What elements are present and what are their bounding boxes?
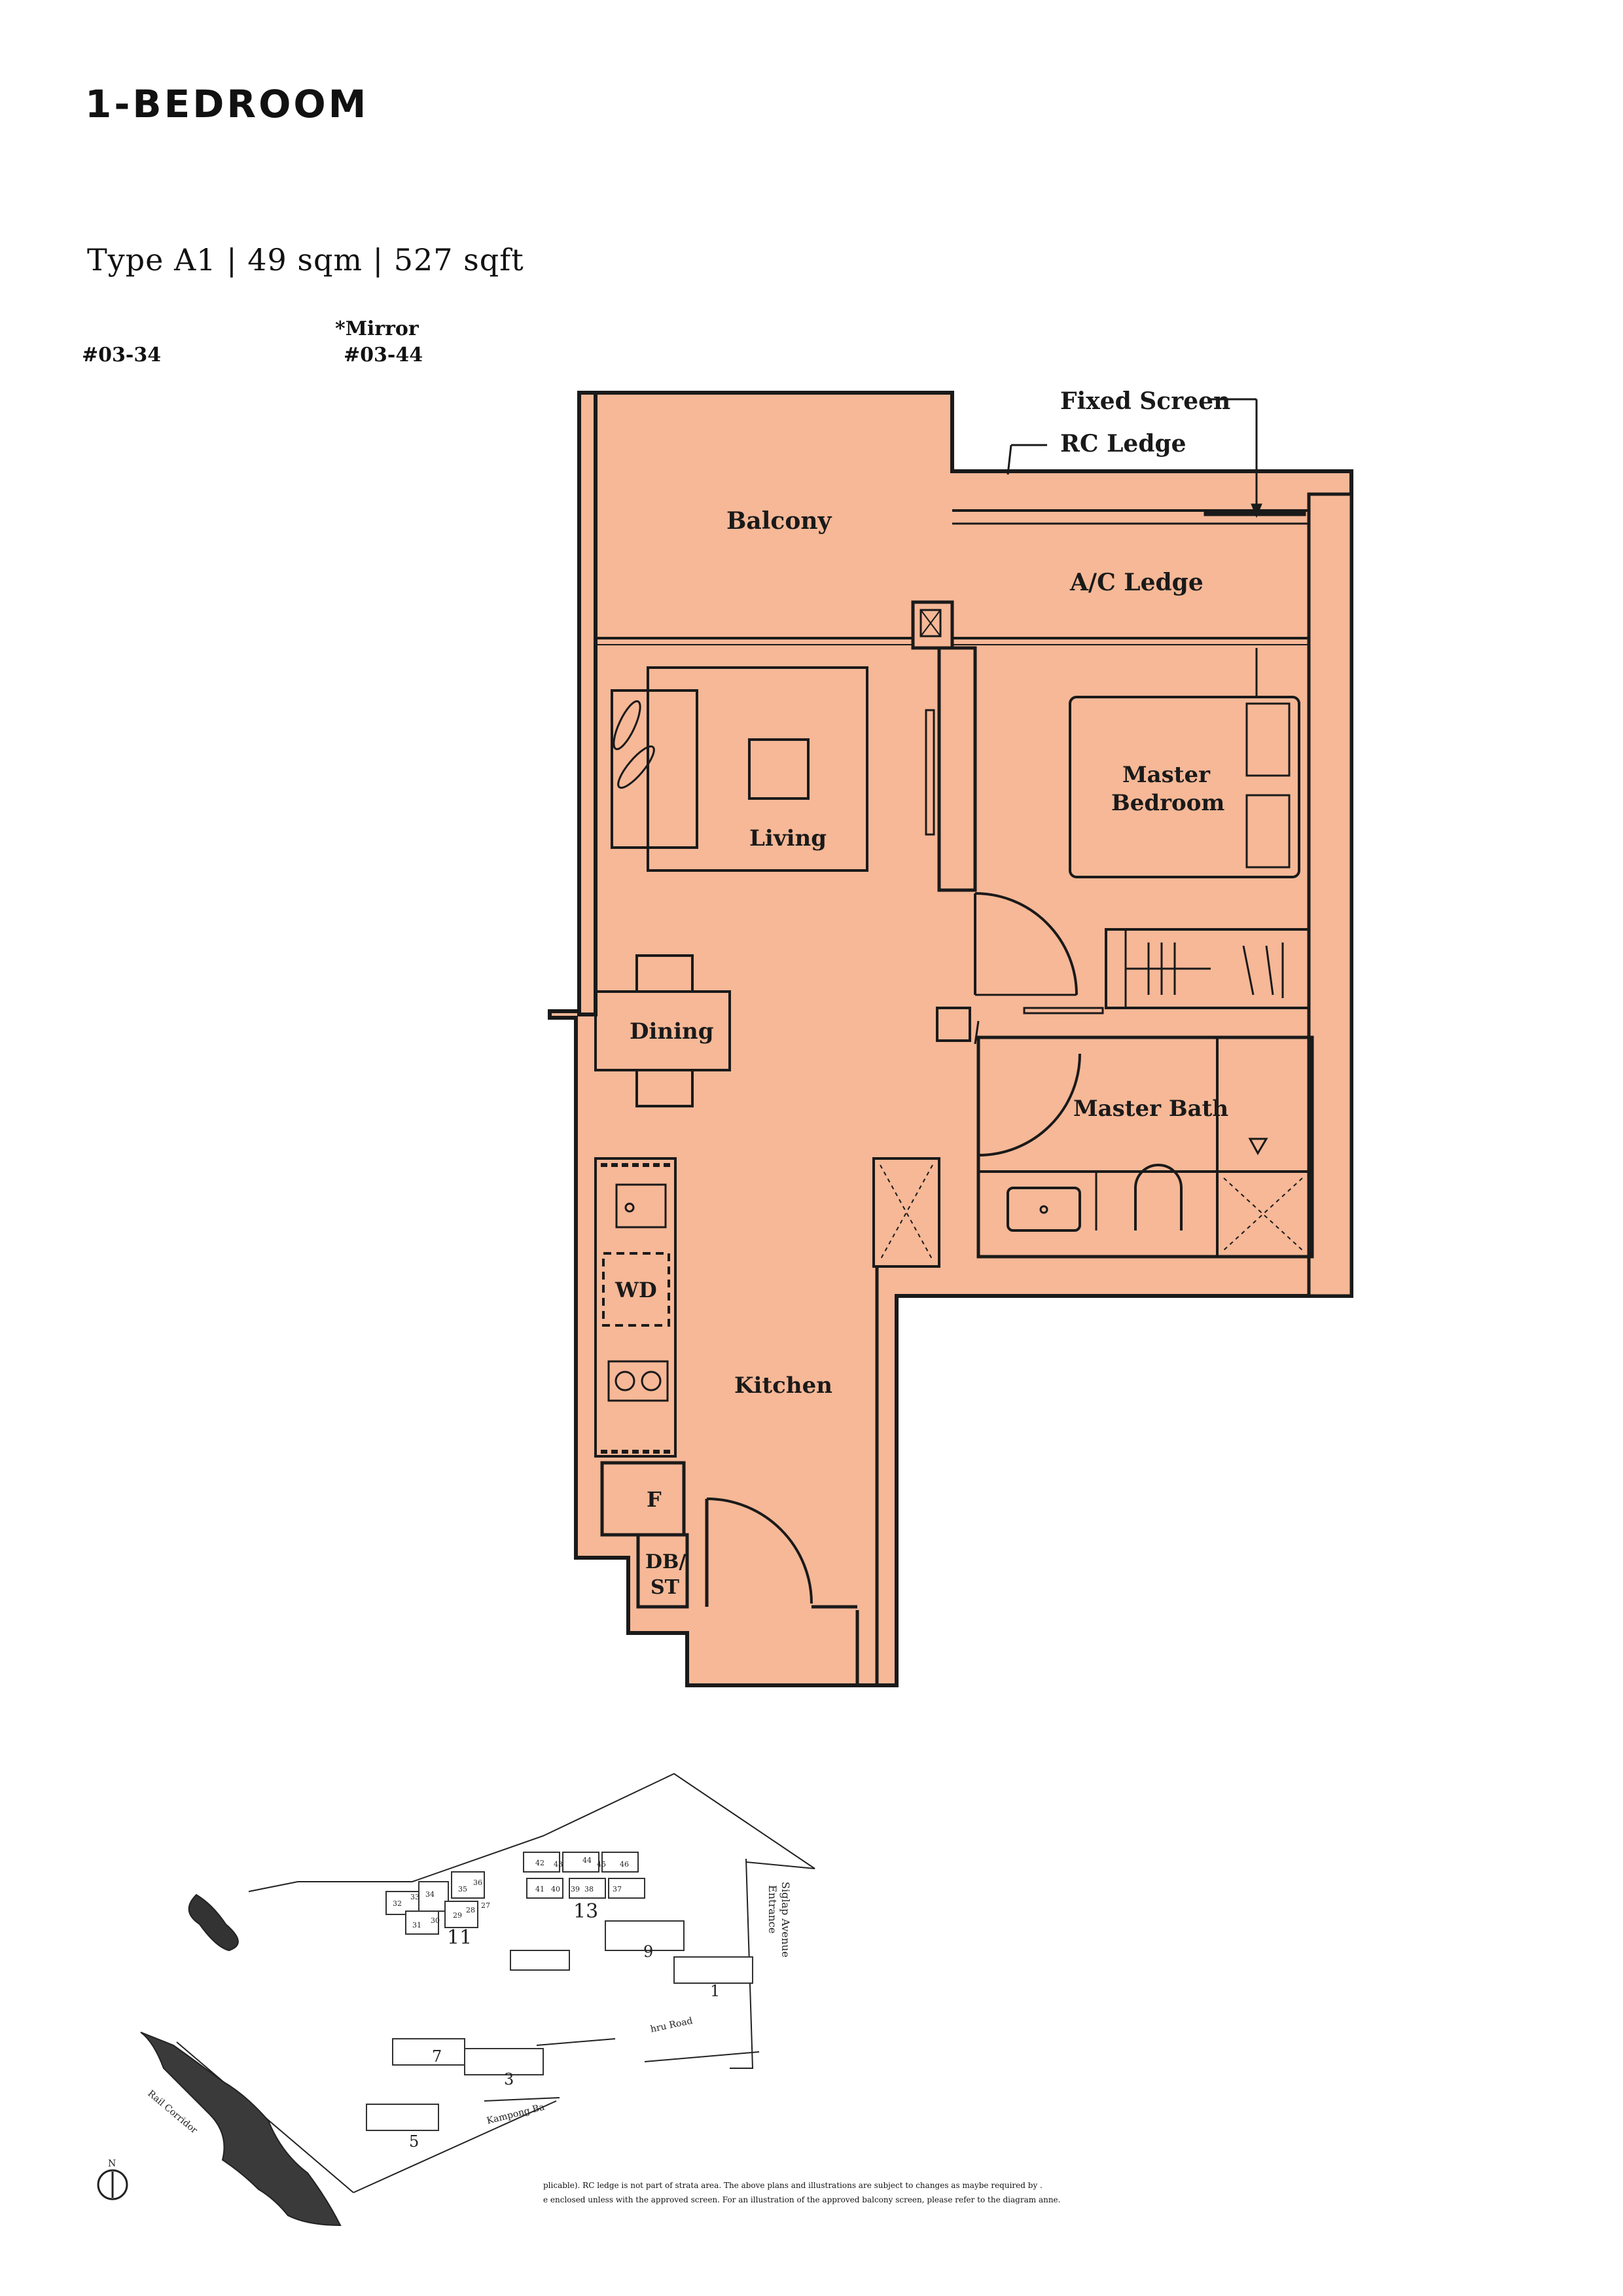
shower <box>1216 1170 1310 1258</box>
unit-type-line: Type A1 | 49 sqm | 527 sqft <box>87 242 524 278</box>
unit-45: 45 <box>597 1860 606 1869</box>
mirror-label: *Mirror <box>335 317 419 340</box>
coffee-table <box>748 738 810 800</box>
unit-44: 44 <box>582 1856 592 1865</box>
unit-number: #03-34 <box>82 344 162 367</box>
north-compass <box>97 2169 128 2200</box>
entrance-door-swing <box>706 1498 813 1604</box>
bedroom-door-swing <box>974 892 1078 996</box>
unit-39: 39 <box>571 1885 580 1893</box>
master-bath-label: Master Bath <box>1073 1096 1228 1122</box>
washer-dryer <box>602 1252 670 1327</box>
unit-38: 38 <box>584 1885 594 1893</box>
unit-33: 33 <box>410 1893 419 1901</box>
basin <box>1007 1187 1081 1232</box>
disclaimer-line-1: plicable). RC ledge is not part of strat… <box>543 2181 1043 2190</box>
db-st-label-line2: ST <box>651 1576 680 1599</box>
right-wall <box>1307 492 1353 1298</box>
unit-35: 35 <box>458 1885 467 1893</box>
block-3-label: 3 <box>504 2070 514 2089</box>
block-13-label: 13 <box>573 1900 598 1923</box>
block-1-label: 1 <box>710 1982 720 2000</box>
unit-41: 41 <box>535 1885 544 1893</box>
unit-40: 40 <box>551 1885 560 1893</box>
unit-30: 30 <box>431 1916 440 1925</box>
kitchen-label: Kitchen <box>734 1372 832 1399</box>
block-7-label: 7 <box>432 2047 442 2066</box>
left-wall <box>577 391 597 1016</box>
unit-42: 42 <box>535 1859 544 1867</box>
master-bath <box>976 1035 1314 1259</box>
shaft-box <box>919 609 942 637</box>
page-title: 1-BEDROOM <box>85 82 369 126</box>
wardrobe <box>1105 928 1310 1009</box>
fridge-label: F <box>647 1487 662 1512</box>
wd-label: WD <box>615 1278 657 1302</box>
central-wall <box>937 646 977 892</box>
dining-label: Dining <box>630 1018 714 1045</box>
living-label: Living <box>749 825 827 852</box>
siglap-entrance-label: Entrance <box>766 1885 779 1933</box>
unit-27: 27 <box>481 1901 490 1910</box>
master-bedroom-label-line1: Master <box>1122 762 1211 788</box>
unit-28: 28 <box>466 1906 475 1914</box>
kampong-road-label: Kampong Ba <box>486 2102 546 2126</box>
unit-37: 37 <box>613 1885 622 1893</box>
bath-door-swing <box>978 1053 1081 1157</box>
fixed-screen <box>1204 510 1306 516</box>
bed <box>1069 696 1300 878</box>
db-st-label-line1: DB/ <box>645 1551 686 1573</box>
rc-ledge-label: RC Ledge <box>1060 430 1186 457</box>
unit-43: 43 <box>554 1860 563 1869</box>
disclaimer-line-2: e enclosed unless with the approved scre… <box>543 2195 1061 2204</box>
hob <box>607 1360 669 1402</box>
fixed-screen-label: Fixed Screen <box>1060 387 1230 415</box>
bath-doorstop <box>936 1007 971 1042</box>
master-bedroom-label-line2: Bedroom <box>1111 790 1224 816</box>
unit-32: 32 <box>393 1899 402 1908</box>
kitchen-counter <box>594 1157 677 1458</box>
living-rug <box>647 666 868 872</box>
balcony-label: Balcony <box>726 507 832 535</box>
sliding-panel <box>925 709 935 836</box>
unit-31: 31 <box>412 1921 421 1929</box>
unit-34: 34 <box>425 1890 435 1899</box>
service-shaft <box>872 1157 940 1268</box>
sofa <box>611 689 698 849</box>
block-11-label: 11 <box>447 1926 472 1949</box>
disclaimer: plicable). RC ledge is not part of strat… <box>543 2178 1132 2207</box>
unit-29: 29 <box>453 1911 462 1920</box>
mirror-unit-number: #03-44 <box>344 344 423 367</box>
block-9-label: 9 <box>643 1943 653 1961</box>
unit-46: 46 <box>620 1860 629 1869</box>
unit-36: 36 <box>473 1878 482 1887</box>
ac-ledge-label: A/C Ledge <box>1069 569 1204 596</box>
bath-door-slider <box>1023 1007 1104 1014</box>
db-st <box>636 1533 689 1609</box>
jalan-road-label: hru Road <box>650 2016 694 2035</box>
toilet <box>1134 1164 1183 1230</box>
drain-triangle <box>1248 1138 1268 1156</box>
north-label: N <box>108 2159 116 2169</box>
sink <box>615 1183 667 1229</box>
block-5-label: 5 <box>409 2132 419 2151</box>
siglap-avenue-label: Siglap Avenue <box>779 1882 792 1958</box>
site-key-plan <box>97 1772 815 2227</box>
